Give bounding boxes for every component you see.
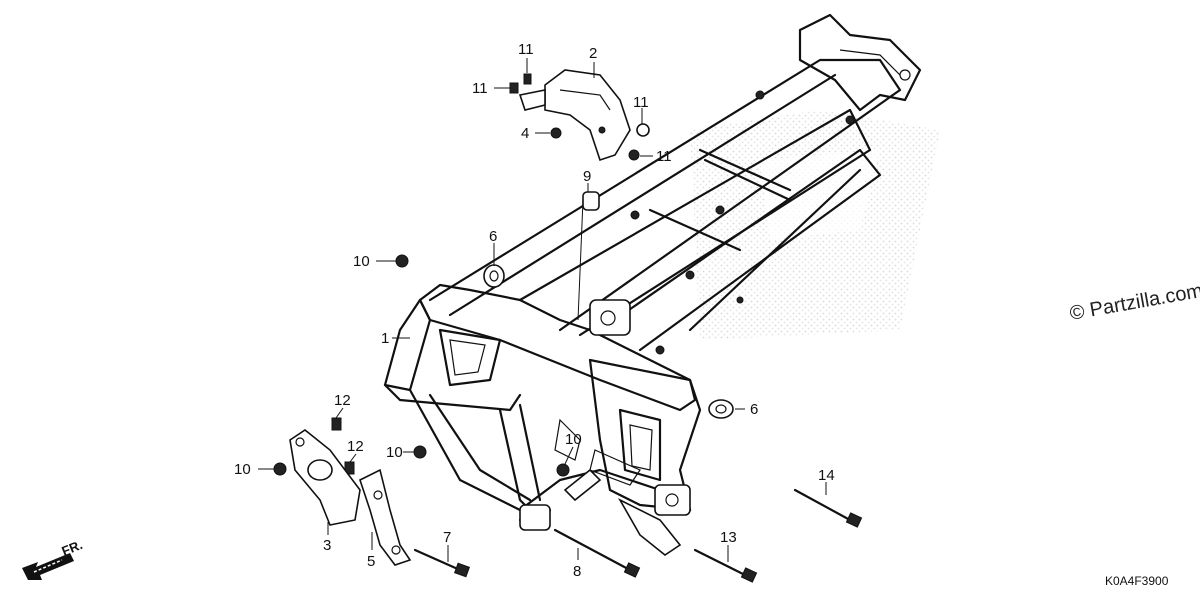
callout-10: 10 [353,253,370,270]
callout-10: 10 [386,444,403,461]
bolt-12a[interactable] [331,417,342,431]
bracket-5[interactable] [359,468,682,566]
bolt-13[interactable] [693,548,758,583]
callout-6: 6 [750,401,758,418]
callout-11: 11 [518,41,534,58]
nut-10b[interactable] [413,445,427,459]
callout-11: 11 [472,80,488,97]
nut-10d[interactable] [556,463,570,477]
front-direction-arrow: FR. [22,537,85,580]
callout-7: 7 [443,529,451,546]
callout-1: 1 [381,330,389,347]
bolt-11a[interactable] [523,73,532,85]
callout-11: 11 [656,148,672,165]
callout-10: 10 [234,461,251,478]
callout-2: 2 [589,45,597,62]
callout-12: 12 [347,438,364,455]
nut-11c[interactable] [636,123,650,137]
callout-9: 9 [583,168,591,185]
callout-6: 6 [489,228,497,245]
main-frame[interactable] [383,13,922,531]
callout-4: 4 [521,125,529,142]
bolt-12b[interactable] [344,461,355,475]
grommet-6b[interactable] [708,399,734,419]
callout-14: 14 [818,467,835,484]
callout-8: 8 [573,563,581,580]
bolt-7[interactable] [413,548,470,578]
diagram-code: K0A4F3900 [1105,574,1169,588]
front-arrow-label: FR. [60,537,85,559]
callout-labels: 2 11 11 11 11 4 9 6 10 1 6 12 12 10 10 1… [234,41,835,580]
callout-12: 12 [334,392,351,409]
callout-5: 5 [367,553,375,570]
grommet-6a[interactable] [483,264,505,288]
nut-4[interactable] [550,127,562,139]
nut-10c[interactable] [273,462,287,476]
top-bracket[interactable] [518,69,631,162]
bolt-11b[interactable] [509,82,519,94]
nut-10a[interactable] [395,254,409,268]
callout-13: 13 [720,529,737,546]
callout-10: 10 [565,431,582,448]
brand-emblem-background [690,110,940,340]
watermark-text: © Partzilla.com [1068,280,1200,325]
bolt-8[interactable] [553,528,641,578]
nut-11d[interactable] [628,149,640,161]
callout-11: 11 [633,94,649,111]
bolt-14[interactable] [793,488,863,528]
leader-lines [258,58,827,562]
callout-3: 3 [323,537,331,554]
bracket-3[interactable] [289,429,361,526]
collar-9[interactable] [582,191,600,211]
